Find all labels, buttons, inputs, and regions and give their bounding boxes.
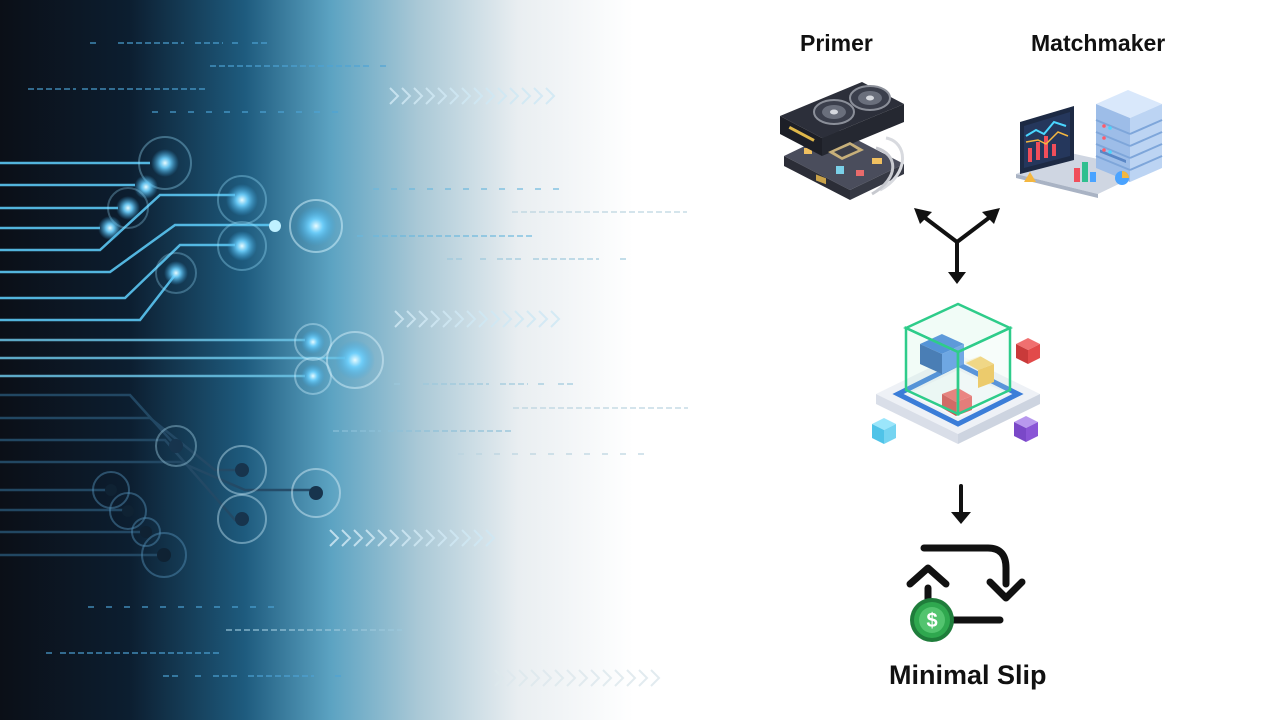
- data-cube-icon: [872, 302, 1040, 444]
- dollar-exchange-icon: $: [906, 544, 1026, 642]
- server-analytics-icon: [1016, 90, 1163, 198]
- node-label-minimal-slip: Minimal Slip: [889, 660, 1047, 690]
- gpu-card-icon: [780, 82, 904, 200]
- glow-nodes: [92, 136, 384, 578]
- circuit-background: [0, 0, 720, 720]
- down-arrow: [951, 484, 971, 524]
- node-label-primer: Primer: [800, 30, 873, 56]
- split-arrows: [914, 208, 1000, 284]
- node-label-matchmaker: Matchmaker: [1031, 30, 1166, 56]
- svg-text:$: $: [926, 610, 937, 632]
- circuit-traces: [0, 42, 688, 687]
